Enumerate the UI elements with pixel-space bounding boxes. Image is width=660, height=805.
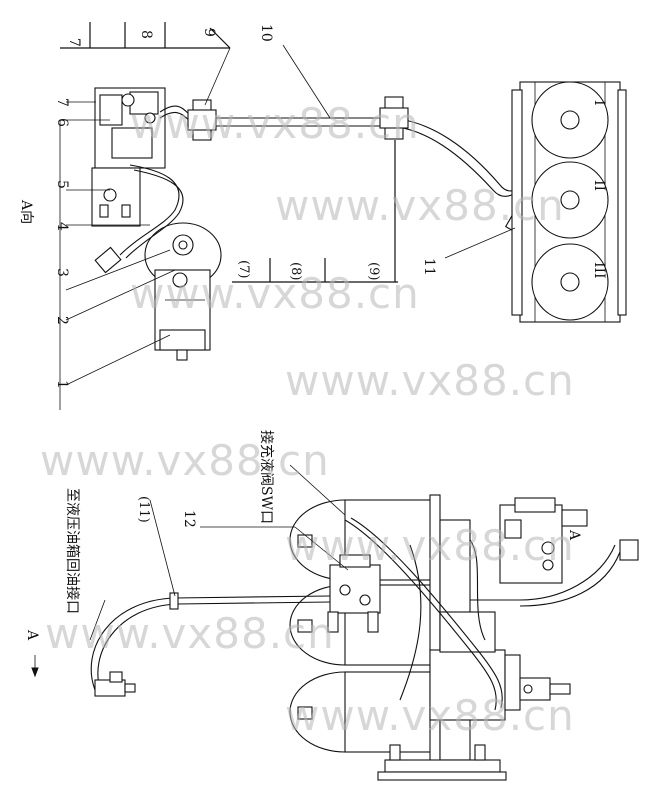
pipe-clamp-return xyxy=(169,592,179,610)
watermark-2: www.vx88.cn xyxy=(275,181,565,230)
label-n7: 7 xyxy=(66,38,82,47)
label-p8: (8) xyxy=(288,262,303,280)
label-n8: 8 xyxy=(138,30,154,39)
middle-valve-side xyxy=(327,554,381,633)
label-roman-3: III xyxy=(591,262,607,279)
label-n3: 3 xyxy=(54,268,70,277)
pump-motor-unit xyxy=(144,222,222,361)
lower-view xyxy=(31,464,639,781)
valve-block-upper xyxy=(91,87,166,227)
watermark-1: www.vx88.cn xyxy=(130,99,420,148)
leaders-upper xyxy=(59,44,516,410)
label-n5: 5 xyxy=(54,180,70,189)
text-labels: 7 8 9 10 6 7 5 4 3 2 1 A向 (7) (8) (9) 11… xyxy=(18,24,607,641)
label-n7b: 7 xyxy=(54,98,70,107)
valve-block-side xyxy=(499,497,639,584)
watermark-4: www.vx88.cn xyxy=(285,356,575,405)
label-note-tank-port: 至液压油箱回油接口 xyxy=(64,488,81,614)
label-n6: 6 xyxy=(54,118,70,127)
watermark-5: www.vx88.cn xyxy=(40,436,330,485)
return-fitting xyxy=(94,671,136,697)
label-view-a: A向 xyxy=(18,199,34,224)
label-n1: 1 xyxy=(54,380,70,389)
label-mark-a: A xyxy=(566,529,582,541)
watermark-3: www.vx88.cn xyxy=(130,269,420,318)
label-n11: 11 xyxy=(421,258,437,276)
label-p7: (7) xyxy=(236,260,251,278)
label-n2: 2 xyxy=(54,316,70,325)
label-n4: 4 xyxy=(54,222,70,231)
label-note-valve-port: 接充液阀SW口 xyxy=(258,430,275,524)
support-frame-side xyxy=(377,494,521,781)
watermarks: www.vx88.cn www.vx88.cn www.vx88.cn www.… xyxy=(40,99,575,740)
label-n12: 12 xyxy=(181,510,197,528)
watermark-8: www.vx88.cn xyxy=(285,691,575,740)
label-n9: 9 xyxy=(201,28,217,37)
label-arrow-a: A xyxy=(24,629,40,641)
label-p9: (9) xyxy=(366,262,381,280)
label-roman-1: I xyxy=(591,100,607,106)
label-n10: 10 xyxy=(258,24,274,42)
accumulator-rack-upper xyxy=(511,81,627,323)
label-table-top xyxy=(60,22,231,49)
label-table-mid xyxy=(232,140,398,283)
watermark-7: www.vx88.cn xyxy=(45,609,335,658)
label-p11: (11) xyxy=(136,496,151,523)
upper-view xyxy=(59,22,627,410)
label-roman-2: II xyxy=(591,180,607,191)
leaders-lower xyxy=(31,464,349,678)
side-latch xyxy=(519,677,571,701)
pipe-clamps-upper xyxy=(187,96,530,237)
watermark-6: www.vx88.cn xyxy=(285,521,575,570)
hoses-lower xyxy=(90,517,621,711)
